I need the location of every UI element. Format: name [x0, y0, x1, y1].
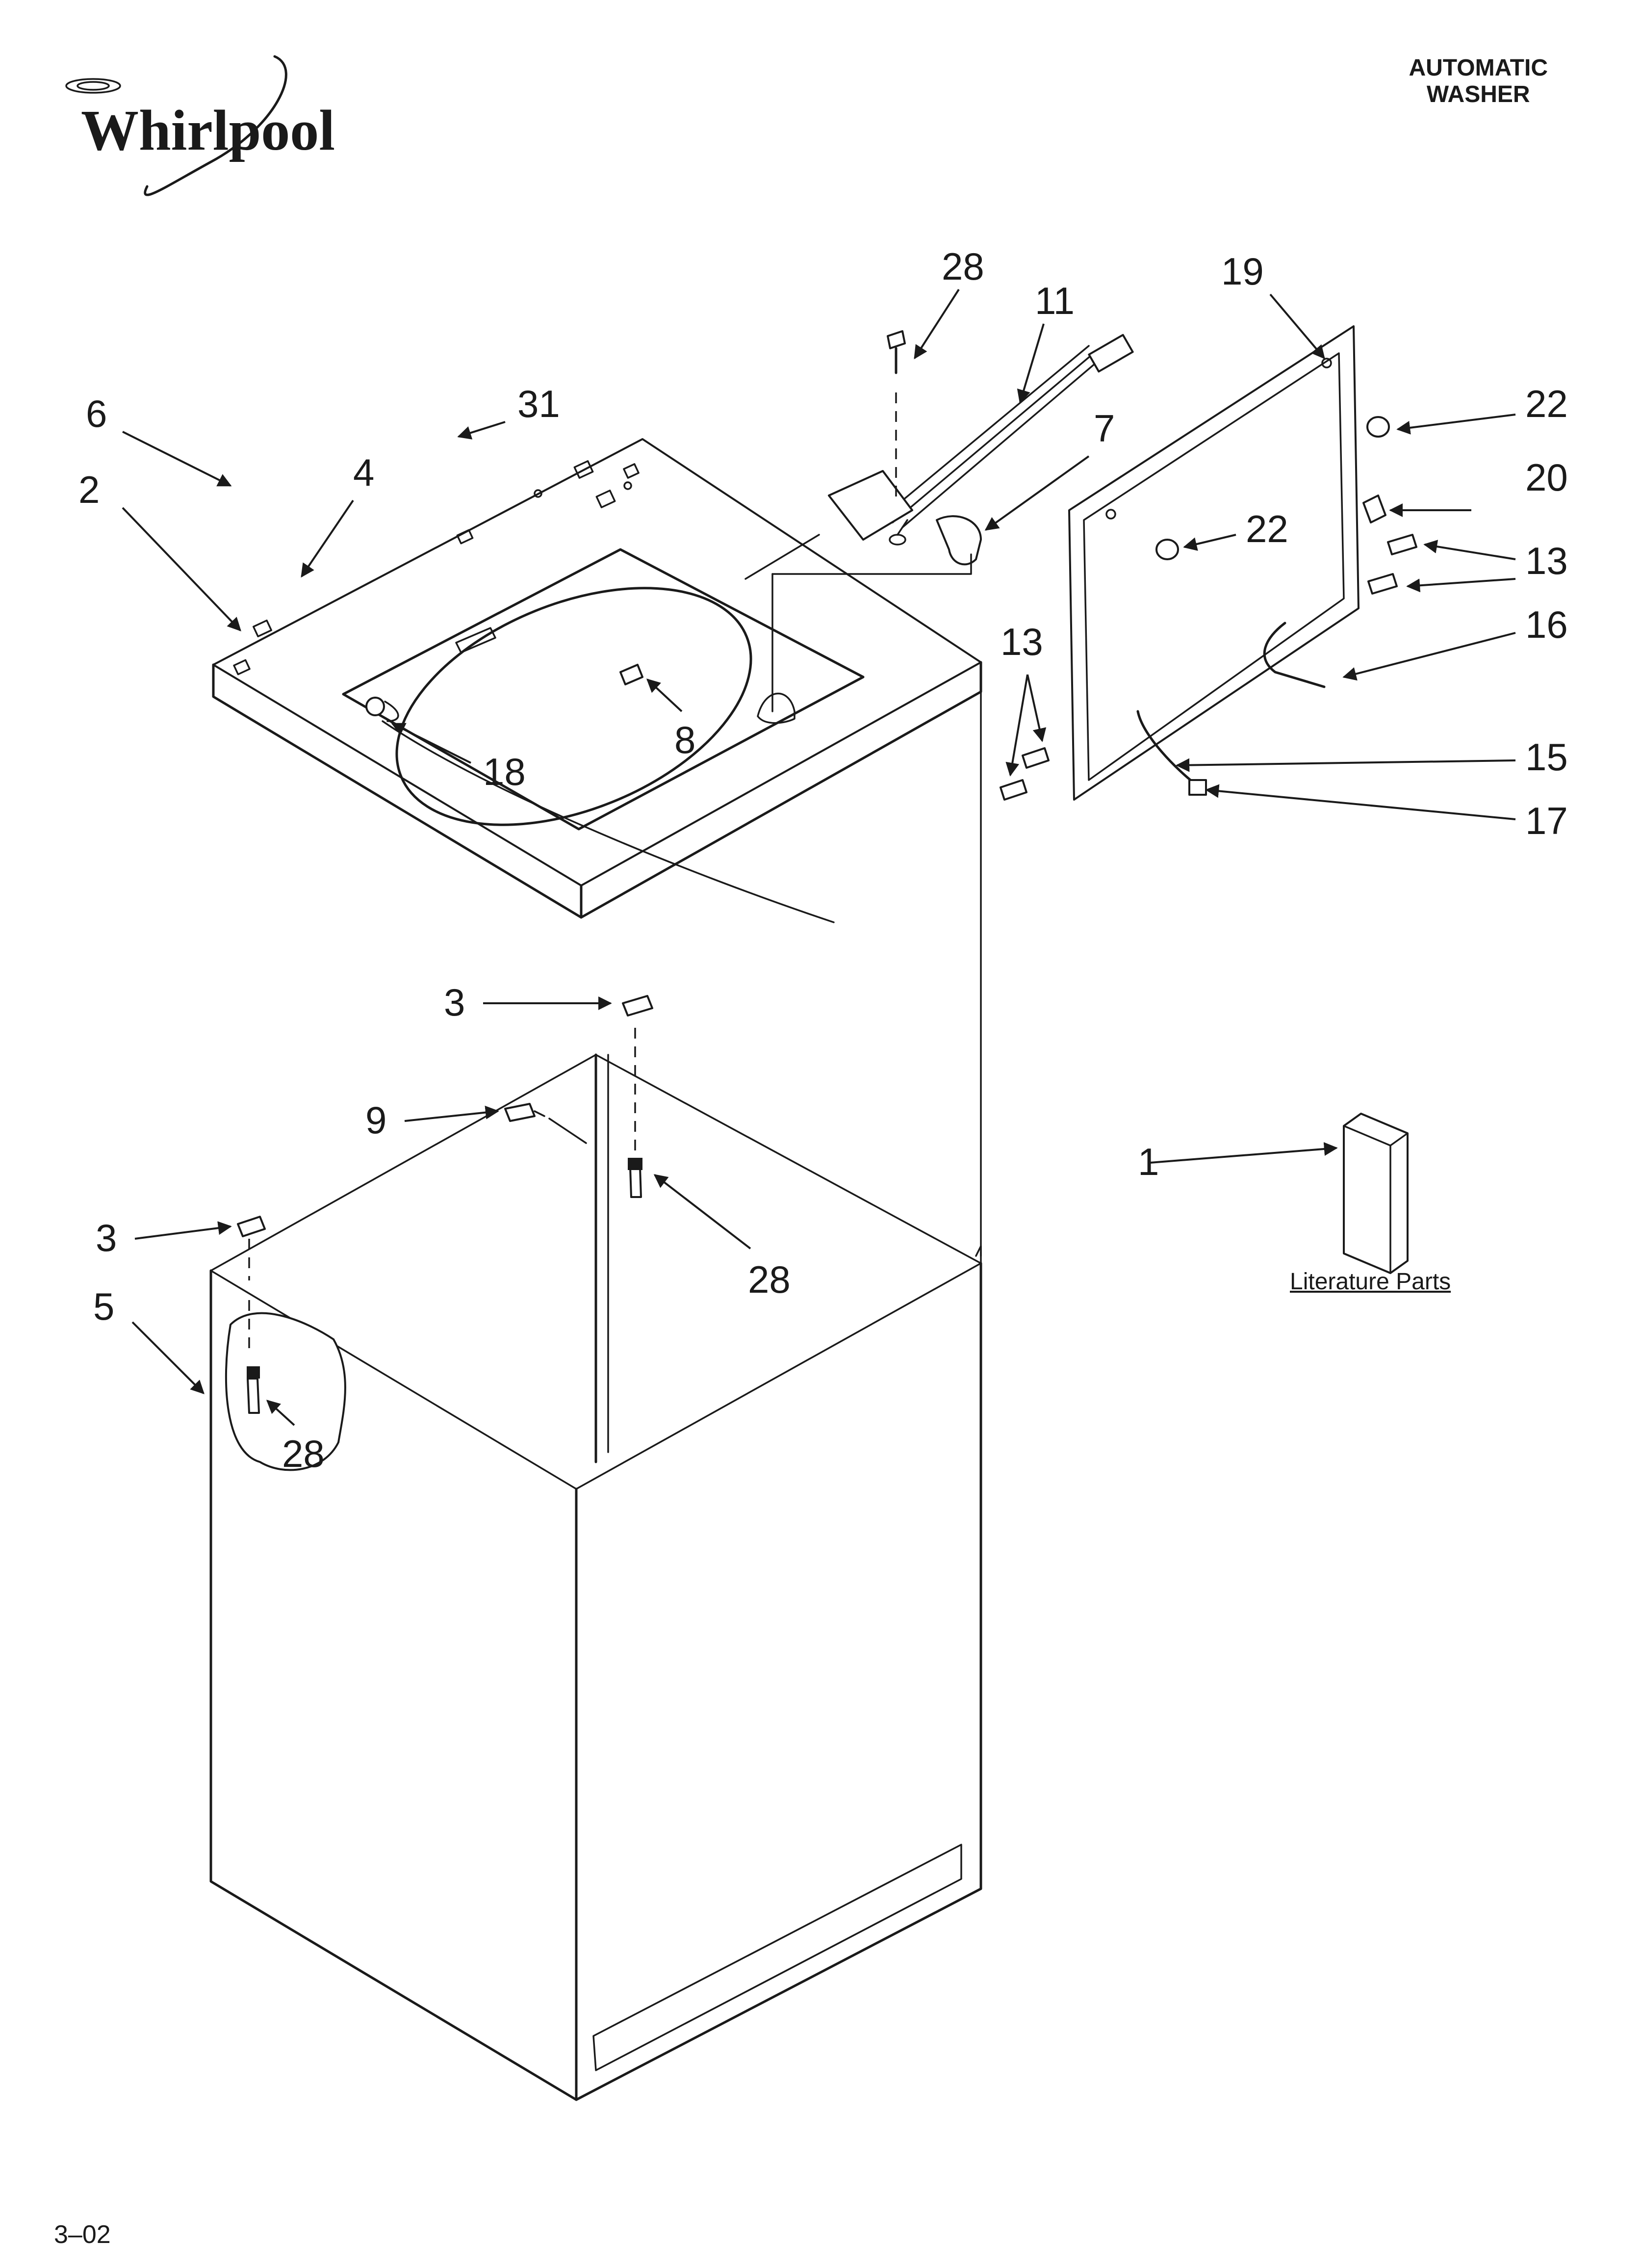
callout-13-left: 13	[1001, 620, 1043, 663]
header-title: AUTOMATIC WASHER	[1409, 55, 1548, 108]
callout-19: 19	[1221, 250, 1264, 293]
callout-8: 8	[674, 718, 695, 761]
callout-5: 5	[93, 1285, 114, 1328]
lid-bumper-7	[936, 515, 982, 566]
leader-arrows	[122, 288, 1516, 1426]
callout-6: 6	[86, 392, 107, 435]
callout-13-right: 13	[1525, 539, 1568, 582]
callout-16: 16	[1525, 603, 1568, 646]
callout-9: 9	[365, 1098, 386, 1142]
callout-labels: 28 11 19 22 31 6 4 2 7 20 22 13 16 13 15…	[78, 245, 1568, 1475]
callout-28-low: 28	[282, 1432, 325, 1475]
callout-17: 17	[1525, 799, 1568, 842]
cabinet	[209, 676, 982, 2101]
callout-18: 18	[483, 750, 526, 793]
callout-7: 7	[1094, 407, 1115, 450]
callout-28-top: 28	[942, 245, 984, 288]
revision-code: 3–02	[54, 2220, 111, 2249]
literature-booklet	[1343, 1113, 1409, 1274]
callout-22-mid: 22	[1246, 507, 1288, 550]
logo-wordmark: Whirlpool	[81, 98, 335, 162]
lid-switch-harness	[744, 334, 1134, 580]
callout-4: 4	[353, 451, 374, 494]
callout-11: 11	[1035, 279, 1075, 322]
callout-22-right: 22	[1525, 382, 1568, 425]
callout-15: 15	[1525, 735, 1568, 779]
top-panel	[212, 438, 982, 923]
callout-3-lower: 3	[96, 1216, 117, 1259]
callout-3-upper: 3	[444, 981, 465, 1024]
callout-1: 1	[1138, 1140, 1159, 1183]
callout-28-mid: 28	[748, 1258, 791, 1301]
screw-top	[887, 330, 906, 500]
callout-31: 31	[517, 382, 560, 425]
header-line-2: WASHER	[1426, 81, 1530, 107]
callout-20: 20	[1525, 456, 1568, 499]
header-line-1: AUTOMATIC	[1409, 55, 1548, 81]
lid	[1000, 325, 1417, 801]
whirlpool-logo: Whirlpool	[65, 55, 335, 196]
callout-2: 2	[78, 468, 100, 511]
literature-parts-label: Literature Parts	[1290, 1269, 1451, 1295]
